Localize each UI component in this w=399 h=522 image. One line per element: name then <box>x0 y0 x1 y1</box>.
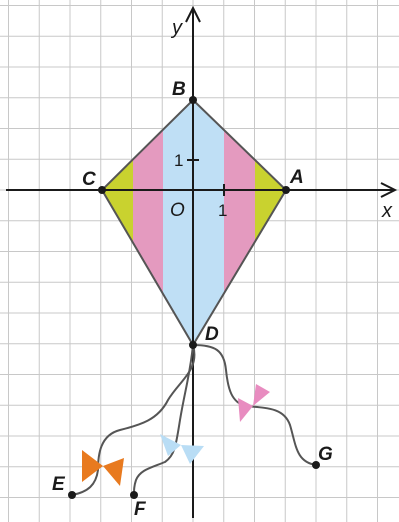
point-g <box>312 461 320 469</box>
point-a-label: A <box>289 167 304 188</box>
x-axis-label: x <box>381 200 393 222</box>
y-axis-label: y <box>170 17 183 39</box>
point-g-label: G <box>318 444 333 465</box>
bow-pink <box>238 384 270 422</box>
y-axis-arrow <box>185 5 201 23</box>
axes: x y O 1 1 <box>6 5 398 518</box>
origin-label: O <box>170 200 185 221</box>
point-f <box>130 491 138 499</box>
tail-to-f <box>133 344 194 496</box>
point-c-label: C <box>82 169 96 190</box>
point-f-label: F <box>134 499 147 520</box>
y-tick-label: 1 <box>174 151 183 170</box>
points: A B C D E F G <box>52 79 333 520</box>
bow-orange <box>82 450 124 486</box>
bow-light-blue <box>160 434 204 464</box>
kite-stripe-left-outer <box>102 100 133 345</box>
tail-bows <box>82 384 270 486</box>
point-a <box>282 186 290 194</box>
point-d <box>189 341 197 349</box>
point-d-label: D <box>205 324 219 345</box>
point-b-label: B <box>172 79 186 100</box>
point-e-label: E <box>52 474 66 495</box>
kite <box>100 98 288 347</box>
x-tick-label: 1 <box>218 201 227 220</box>
tail-to-e <box>71 344 196 496</box>
point-b <box>189 96 197 104</box>
point-c <box>98 186 106 194</box>
point-e <box>68 491 76 499</box>
x-axis-arrow <box>380 182 398 198</box>
